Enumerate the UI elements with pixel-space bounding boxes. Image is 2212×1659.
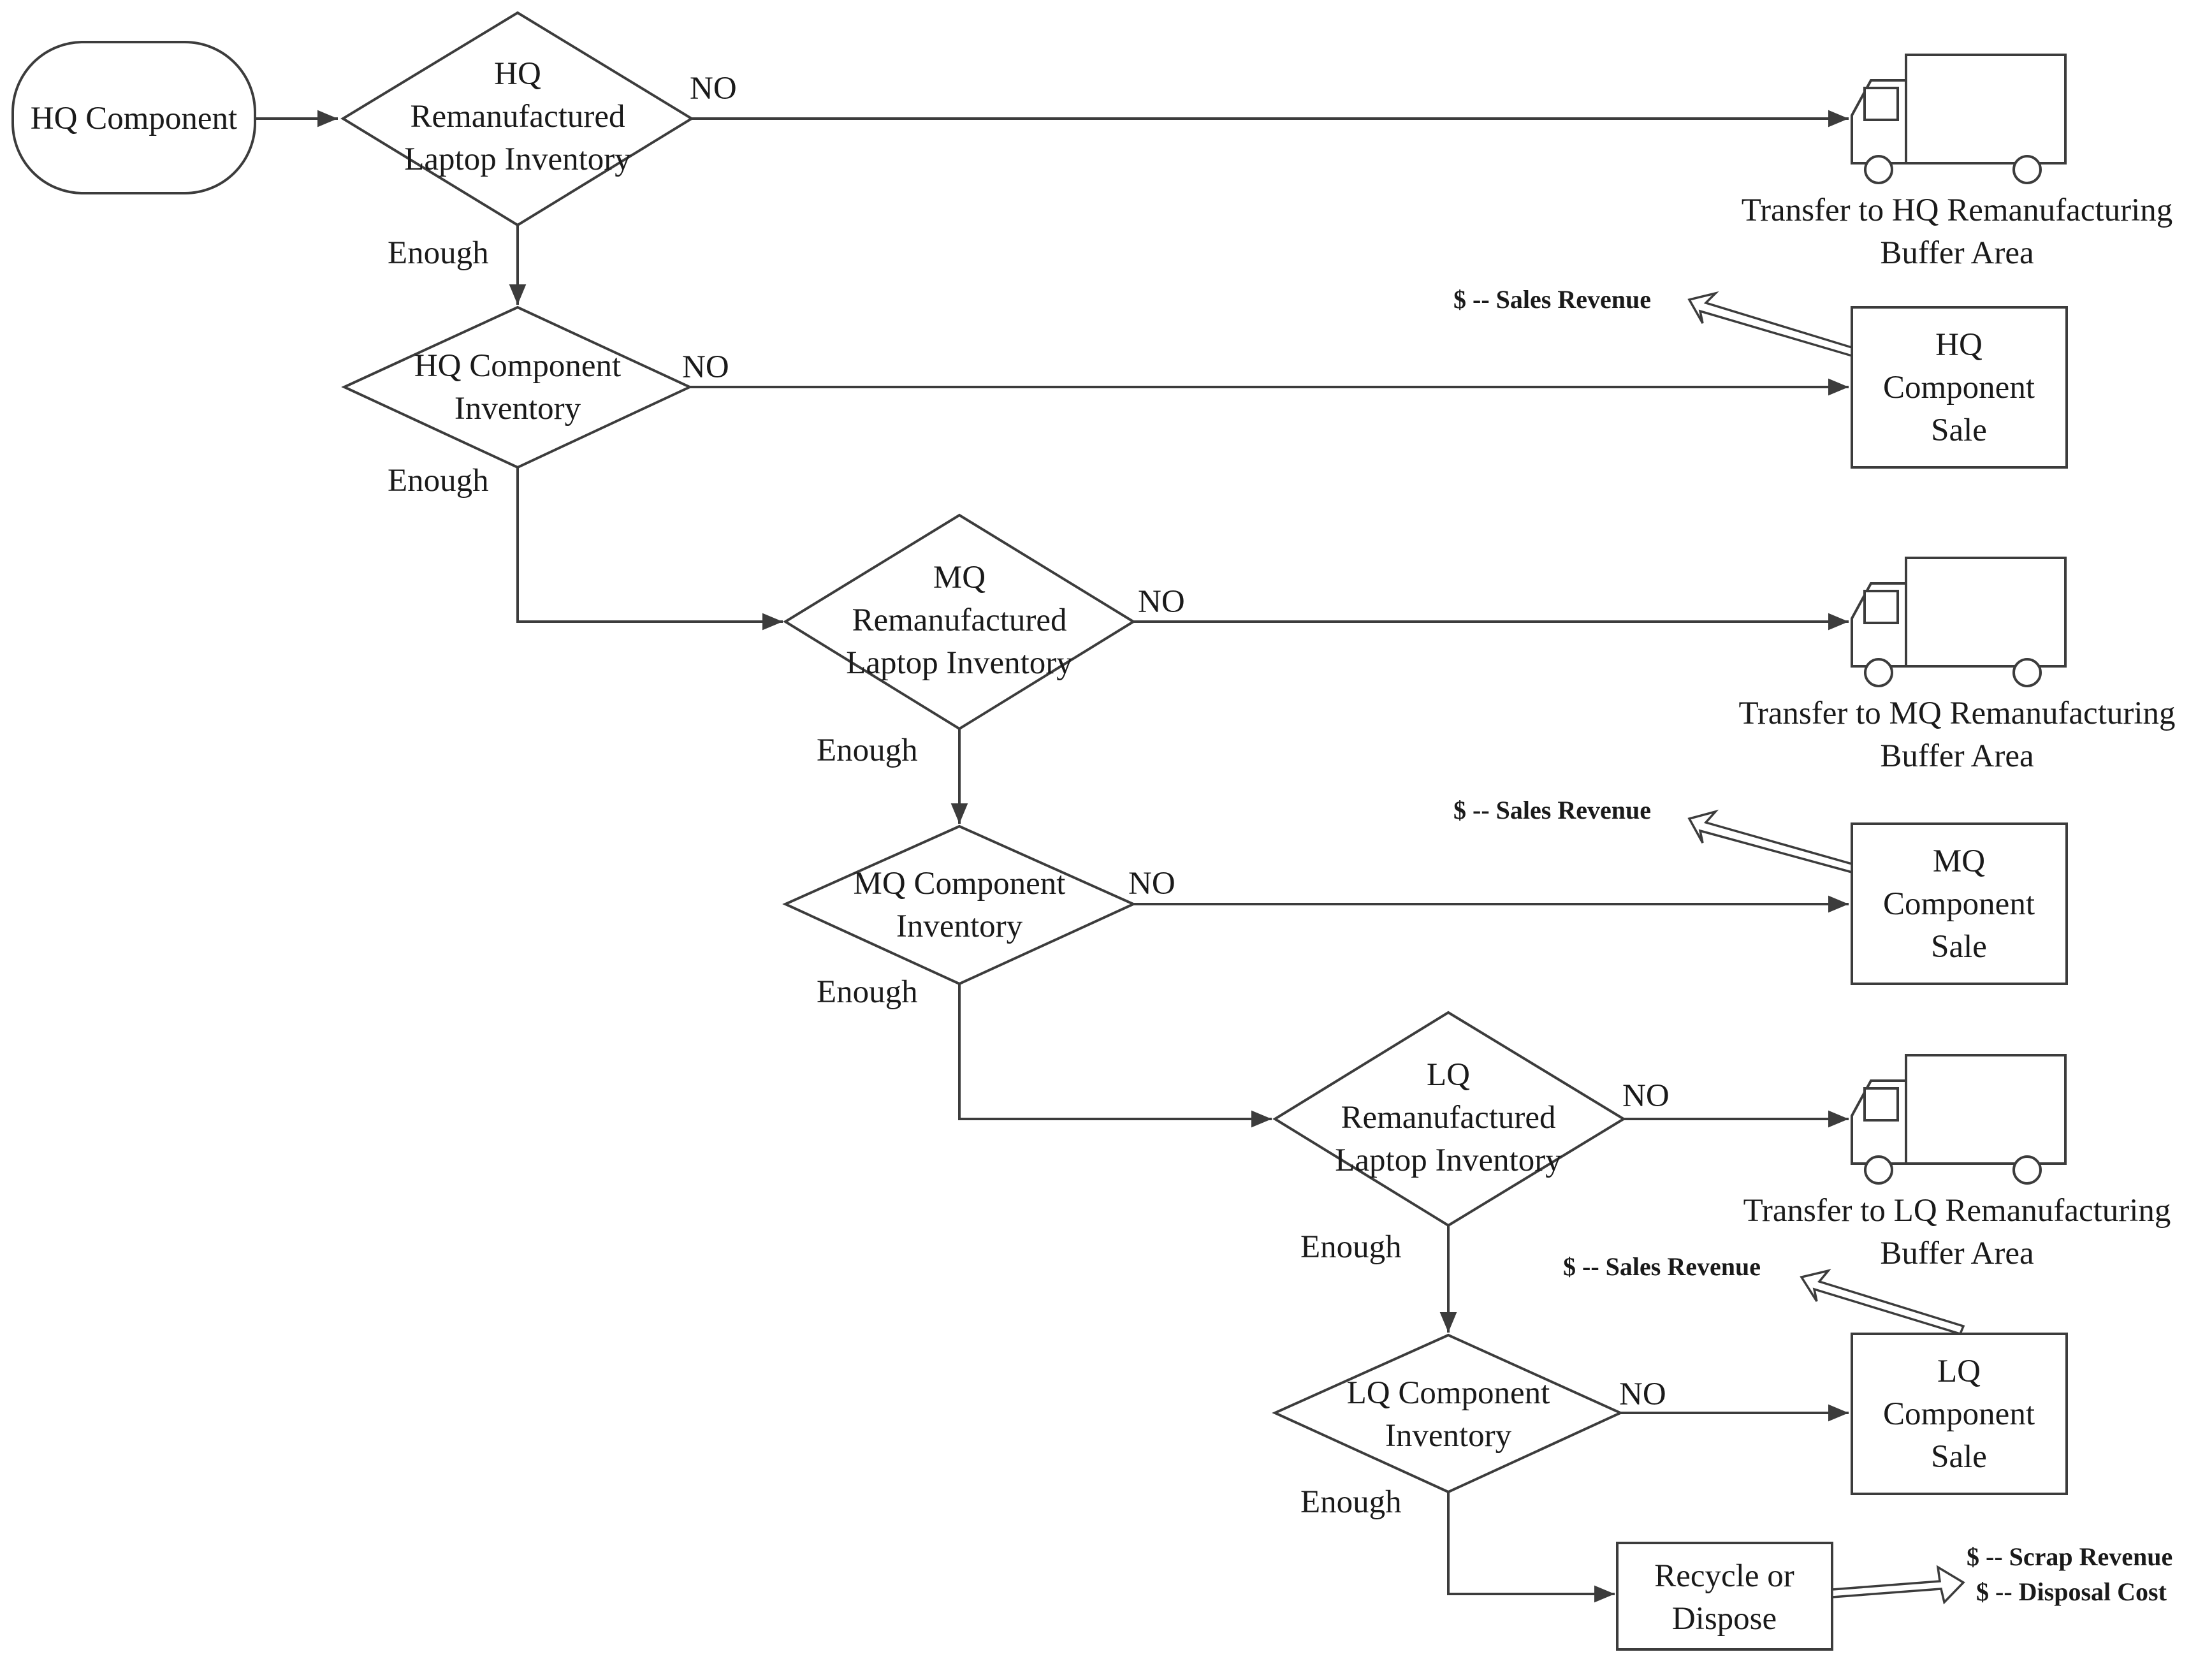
label-no-mq-component: NO [1128,866,1175,902]
label-enough-lq-component: Enough [1300,1484,1402,1520]
sale-lq-line-2: Component [1883,1396,2035,1432]
decision-mq-component-line-2: Inventory [896,909,1023,944]
sale-hq-line-1: HQ [1935,327,1983,363]
sales-revenue-label-lq: $ -- Sales Revenue [1563,1252,1761,1281]
decision-lq-component-line-1: LQ Component [1347,1375,1550,1411]
sale-mq-line-3: Sale [1931,929,1987,965]
sales-revenue-label-mq: $ -- Sales Revenue [1453,796,1651,824]
sale-hq-line-3: Sale [1931,413,1987,448]
edge-hq-component-enough [516,467,783,631]
truck-icon [1851,1054,2067,1185]
label-enough-lq-laptop: Enough [1300,1229,1402,1265]
decision-mq-laptop-line-3: Laptop Inventory [846,645,1073,681]
sale-hq-line-2: Component [1883,370,2035,406]
decision-lq-laptop-line-3: Laptop Inventory [1335,1143,1562,1178]
sale-box-lq: LQ Component Sale [1851,1333,2068,1495]
decision-mq-laptop-line-2: Remanufactured [852,603,1066,638]
decision-lq-laptop: LQ Remanufactured Laptop Inventory [1272,1011,1626,1227]
label-no-hq-component: NO [682,349,729,385]
decision-hq-laptop-line-1: HQ [494,56,541,92]
recycle-box: Recycle or Dispose [1616,1542,1833,1651]
transfer-hq-line-1: Transfer to HQ Remanufacturing [1742,193,2173,228]
transfer-mq-line-1: Transfer to MQ Remanufacturing [1738,696,2175,731]
decision-lq-component: LQ Component Inventory [1272,1333,1624,1494]
edge-mq-component-enough [958,984,1272,1128]
decision-hq-component: HQ Component Inventory [341,305,693,469]
sales-revenue-arrow-hq [1687,291,1853,358]
recycle-line-2: Dispose [1672,1601,1777,1637]
connectors [255,110,1849,1603]
truck-icon [1851,557,2067,687]
decision-hq-laptop-line-2: Remanufactured [410,99,625,135]
start-terminal [11,41,256,194]
decision-lq-component-line-2: Inventory [1385,1418,1512,1454]
scrap-revenue-label: $ -- Scrap Revenue [1967,1542,2172,1571]
decision-mq-component-line-1: MQ Component [854,866,1066,902]
label-no-mq-laptop: NO [1138,584,1185,620]
label-enough-hq-laptop: Enough [388,235,489,271]
sale-mq-line-2: Component [1883,886,2035,922]
decision-hq-laptop: HQ Remanufactured Laptop Inventory [340,11,694,227]
transfer-mq-line-2: Buffer Area [1880,738,2034,774]
recycle-line-1: Recycle or [1654,1558,1794,1594]
edge-labels: NO Enough NO Enough NO Enough NO Enough … [388,71,1670,1520]
sale-lq-line-1: LQ [1937,1354,1981,1389]
label-enough-mq-component: Enough [817,974,918,1010]
start-label: HQ Component [31,101,237,136]
sale-box-mq: MQ Component Sale [1851,822,2068,985]
sale-lq-line-3: Sale [1931,1439,1987,1475]
sale-mq-line-1: MQ [1933,844,1985,879]
decision-hq-laptop-line-3: Laptop Inventory [404,142,631,177]
label-no-hq-laptop: NO [690,71,737,106]
label-no-lq-component: NO [1619,1377,1666,1412]
decision-lq-laptop-line-1: LQ [1427,1057,1470,1093]
sales-revenue-arrow-lq [1800,1269,1965,1336]
decision-hq-component-line-1: HQ Component [414,348,621,384]
edge-lq-component-enough [1447,1492,1615,1603]
decision-hq-component-line-2: Inventory [455,391,581,427]
decision-mq-component: MQ Component Inventory [782,824,1137,986]
decision-mq-laptop-line-1: MQ [933,560,986,596]
transfer-lq-line-1: Transfer to LQ Remanufacturing [1743,1193,2171,1229]
decision-mq-laptop: MQ Remanufactured Laptop Inventory [783,513,1136,731]
revenue-arrow-recycle [1831,1565,1965,1605]
decision-lq-laptop-line-2: Remanufactured [1341,1100,1555,1136]
label-enough-mq-laptop: Enough [817,733,918,768]
sales-revenue-arrow-mq [1687,809,1853,874]
truck-icon [1851,54,2067,184]
disposal-cost-label: $ -- Disposal Cost [1976,1577,2167,1606]
transfer-lq-line-2: Buffer Area [1880,1236,2034,1271]
label-no-lq-laptop: NO [1622,1078,1670,1114]
transfer-hq-line-2: Buffer Area [1880,235,2034,271]
sales-revenue-label-hq: $ -- Sales Revenue [1453,285,1651,314]
sale-box-hq: HQ Component Sale [1851,306,2068,469]
label-enough-hq-component: Enough [388,463,489,499]
